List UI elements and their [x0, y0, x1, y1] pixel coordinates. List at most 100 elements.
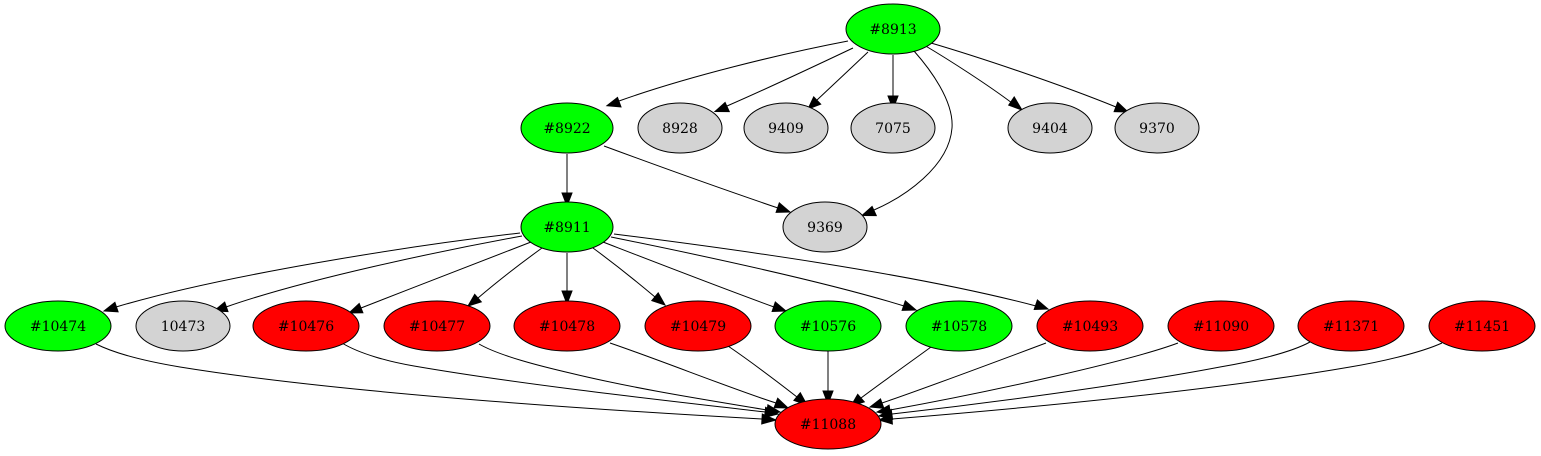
edge-8913-8922-arrow	[605, 96, 622, 108]
node-10477-shape	[383, 300, 491, 352]
node-11451[interactable]: #11451	[1428, 300, 1536, 352]
node-11090-label: #11090	[1193, 319, 1249, 335]
node-9404-label: 9404	[1032, 121, 1068, 137]
edge-8913-9369-arrow	[860, 205, 878, 217]
edge-8911-10493-arrow	[1033, 299, 1050, 311]
node-9370-label: 9370	[1139, 121, 1175, 137]
node-11451-shape	[1428, 300, 1536, 352]
edge-10476-11088	[341, 342, 766, 413]
edge-8911-10479	[592, 247, 656, 298]
node-8922-label: #8922	[543, 121, 590, 137]
edge-8913-8928-arrow	[713, 101, 731, 113]
nodes-layer: #8913 #8922 8928 9409 7075 9404 9370 #8	[4, 3, 1536, 450]
node-10578-shape	[905, 300, 1013, 352]
edge-10477-11088-arrow	[765, 403, 782, 416]
edge-8911-10477	[477, 247, 543, 299]
node-11371-label: #11371	[1323, 319, 1379, 335]
node-10479-label: #10479	[670, 319, 726, 335]
node-8922[interactable]: #8922	[520, 102, 614, 154]
node-10478[interactable]: #10478	[513, 300, 621, 352]
node-10576-shape	[774, 300, 882, 352]
node-10478-label: #10478	[539, 319, 595, 335]
node-11451-label: #11451	[1454, 319, 1510, 335]
edge-8911-10578	[610, 236, 905, 307]
edge-8913-9409	[816, 51, 869, 101]
node-9369[interactable]: 9369	[782, 201, 868, 253]
node-8922-shape	[520, 102, 614, 154]
edge-8913-9409-arrow	[807, 96, 822, 110]
edge-8913-9404	[923, 44, 1013, 104]
node-11088-label: #11088	[800, 417, 856, 433]
node-8913-shape	[845, 3, 941, 55]
edge-8911-10578-arrow	[901, 300, 918, 311]
edge-8911-10477-arrow	[466, 293, 483, 307]
node-8911-label: #8911	[543, 220, 590, 236]
edge-11451-11088	[891, 342, 1443, 420]
edge-8911-10476	[360, 241, 532, 309]
edge-8913-9370	[930, 42, 1117, 108]
edge-10474-11088	[95, 343, 763, 420]
edge-10478-11088	[609, 342, 777, 404]
edge-8911-10479-arrow	[650, 292, 667, 306]
node-10493-label: #10493	[1062, 319, 1118, 335]
edge-8922-9369	[603, 145, 779, 209]
node-11090-shape	[1167, 300, 1275, 352]
node-8928-label: 8928	[662, 121, 698, 137]
node-10576[interactable]: #10576	[774, 300, 882, 352]
node-9409[interactable]: 9409	[743, 102, 829, 154]
edge-8913-9369	[873, 50, 953, 211]
node-8911[interactable]: #8911	[520, 201, 614, 253]
edge-10493-11088-arrow	[868, 398, 885, 409]
node-10474-shape	[4, 300, 112, 352]
node-9370-shape	[1114, 102, 1200, 154]
edge-8911-10473	[225, 235, 523, 308]
node-7075[interactable]: 7075	[850, 102, 936, 154]
node-10474[interactable]: #10474	[4, 300, 112, 352]
edge-8922-8911-arrow	[561, 192, 573, 208]
node-10477-label: #10477	[409, 319, 465, 335]
edge-8913-9370-arrow	[1113, 101, 1130, 113]
node-8911-shape	[520, 201, 614, 253]
node-10476[interactable]: #10476	[252, 300, 360, 352]
edge-8911-10474-arrow	[102, 301, 119, 313]
edge-10477-11088	[478, 343, 768, 411]
node-7075-label: 7075	[875, 121, 911, 137]
node-9404-shape	[1007, 102, 1093, 154]
node-11088[interactable]: #11088	[774, 398, 882, 450]
node-10576-label: #10576	[800, 319, 856, 335]
edge-10576-11088-arrow	[822, 390, 834, 406]
node-9404[interactable]: 9404	[1007, 102, 1093, 154]
node-9409-shape	[743, 102, 829, 154]
edge-10479-11088	[727, 345, 798, 398]
edge-11371-11088	[891, 341, 1311, 415]
edge-8922-9369-arrow	[775, 202, 792, 213]
node-10493[interactable]: #10493	[1036, 300, 1144, 352]
node-9369-label: 9369	[807, 220, 843, 236]
edge-8913-8922	[618, 40, 849, 102]
node-10479[interactable]: #10479	[644, 300, 752, 352]
edge-8911-10476-arrow	[347, 302, 364, 314]
node-8928[interactable]: 8928	[637, 102, 723, 154]
edge-11090-11088	[889, 342, 1179, 411]
edge-8913-8928	[726, 47, 854, 107]
edge-8911-10474	[115, 232, 521, 308]
node-10473[interactable]: 10473	[135, 300, 231, 352]
node-9370[interactable]: 9370	[1114, 102, 1200, 154]
node-10473-shape	[135, 300, 231, 352]
edge-8911-10493	[613, 233, 1037, 307]
node-10578[interactable]: #10578	[905, 300, 1013, 352]
node-8913[interactable]: #8913	[845, 3, 941, 55]
edge-8911-10478-arrow	[561, 290, 573, 306]
node-10493-shape	[1036, 300, 1144, 352]
node-10477[interactable]: #10477	[383, 300, 491, 352]
node-11090[interactable]: #11090	[1167, 300, 1275, 352]
edge-8913-9404-arrow	[1007, 95, 1024, 111]
edges-layer	[95, 40, 1443, 425]
node-9369-shape	[782, 201, 868, 253]
node-11088-shape	[774, 398, 882, 450]
node-10473-label: 10473	[161, 319, 206, 335]
node-8913-label: #8913	[869, 22, 916, 38]
node-11371[interactable]: #11371	[1297, 300, 1405, 352]
node-8928-shape	[637, 102, 723, 154]
